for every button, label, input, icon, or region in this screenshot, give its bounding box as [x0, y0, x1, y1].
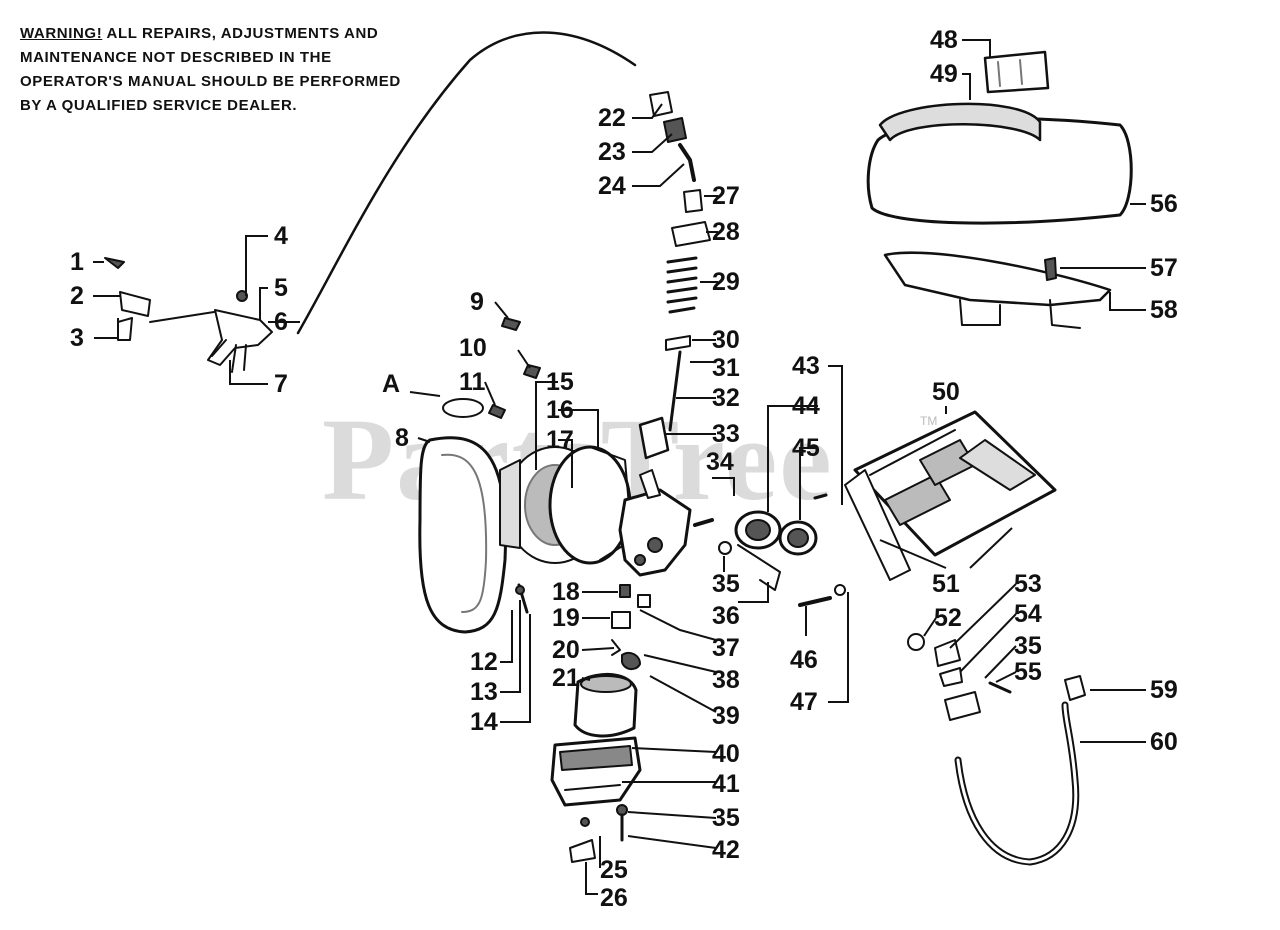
fuel-hose	[954, 701, 1080, 866]
callout-17: 17	[546, 426, 574, 454]
callout-7: 7	[274, 370, 288, 398]
watermark-tm: TM	[920, 414, 938, 428]
warning-heading: WARNING!	[20, 25, 103, 42]
callout-22: 22	[598, 104, 626, 132]
carburetor-body	[618, 488, 692, 577]
callout-24: 24	[598, 172, 626, 200]
callout-52: 52	[934, 604, 962, 632]
callout-49: 49	[930, 60, 958, 88]
callout-4: 4	[274, 222, 288, 250]
callout-55: 55	[1014, 658, 1042, 686]
callout-2: 2	[70, 282, 84, 310]
callout-59: 59	[1150, 676, 1178, 704]
callout-27: 27	[712, 182, 740, 210]
callout-25: 25	[600, 856, 628, 884]
callout-3: 3	[70, 324, 84, 352]
callout-50: 50	[932, 378, 960, 406]
callout-21: 21	[552, 664, 580, 692]
throttle-cable	[296, 31, 637, 335]
air-filter-cover	[418, 436, 508, 634]
callout-16: 16	[546, 396, 574, 424]
callout-5: 5	[274, 274, 288, 302]
callout-40: 40	[712, 740, 740, 768]
callout-53: 53	[1014, 570, 1042, 598]
callout-35-b: 35	[712, 804, 740, 832]
callout-23: 23	[598, 138, 626, 166]
callout-38: 38	[712, 666, 740, 694]
callout-60: 60	[1150, 728, 1178, 756]
callout-26: 26	[600, 884, 628, 912]
callout-58: 58	[1150, 296, 1178, 324]
callout-46: 46	[790, 646, 818, 674]
callout-43: 43	[792, 352, 820, 380]
callout-41: 41	[712, 770, 740, 798]
callout-42: 42	[712, 836, 740, 864]
callout-6: 6	[274, 308, 288, 336]
part-a-gasket	[442, 398, 484, 418]
callout-12: 12	[470, 648, 498, 676]
callout-14: 14	[470, 708, 498, 736]
callout-1: 1	[70, 248, 84, 276]
callout-34: 34	[706, 448, 734, 476]
callout-39: 39	[712, 702, 740, 730]
warning-text: ALL REPAIRS, ADJUSTMENTS AND MAINTENANCE…	[20, 25, 401, 114]
callout-32: 32	[712, 384, 740, 412]
callout-45: 45	[792, 434, 820, 462]
callout-18: 18	[552, 578, 580, 606]
callout-51: 51	[932, 570, 960, 598]
callout-47: 47	[790, 688, 818, 716]
warning-note: WARNING! ALL REPAIRS, ADJUSTMENTS AND MA…	[20, 22, 410, 118]
callout-30: 30	[712, 326, 740, 354]
callout-54: 54	[1014, 600, 1042, 628]
callout-11: 11	[459, 368, 486, 396]
callout-35-c: 35	[1014, 632, 1042, 660]
callout-56: 56	[1150, 190, 1178, 218]
throttle-slide	[638, 416, 670, 460]
fuel-cap	[983, 50, 1050, 94]
callout-48: 48	[930, 26, 958, 54]
callout-15: 15	[546, 368, 574, 396]
callout-a: A	[382, 370, 400, 398]
callout-29: 29	[712, 268, 740, 296]
callout-19: 19	[552, 604, 580, 632]
callout-44: 44	[792, 392, 820, 420]
choke-spring	[666, 256, 698, 314]
fuel-tank	[866, 117, 1133, 225]
callout-35-a: 35	[712, 570, 740, 598]
tank-handle	[878, 102, 1042, 142]
callout-9: 9	[470, 288, 484, 316]
callout-37: 37	[712, 634, 740, 662]
callout-13: 13	[470, 678, 498, 706]
tank-base	[883, 251, 1112, 307]
trigger-bracket	[207, 309, 273, 366]
callout-10: 10	[459, 334, 487, 362]
callout-33: 33	[712, 420, 740, 448]
callout-57: 57	[1150, 254, 1178, 282]
callout-36: 36	[712, 602, 740, 630]
callout-28: 28	[712, 218, 740, 246]
callout-31: 31	[712, 354, 740, 382]
callout-20: 20	[552, 636, 580, 664]
callout-8: 8	[395, 424, 409, 452]
filter-housing	[548, 445, 632, 565]
